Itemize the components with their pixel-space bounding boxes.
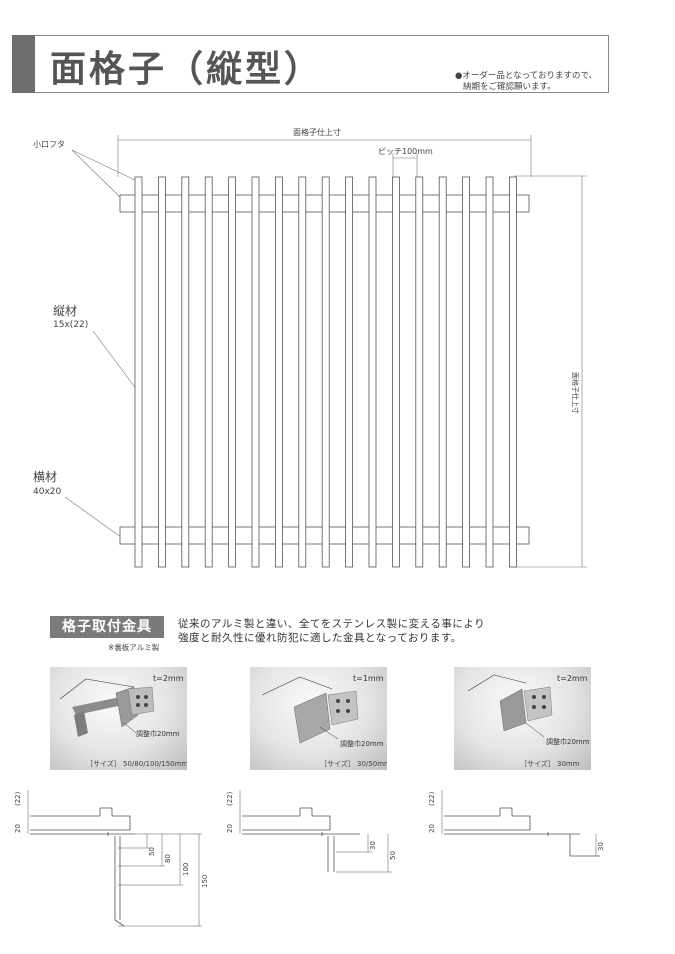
vertical-bar bbox=[157, 176, 166, 568]
vertical-bar bbox=[298, 176, 307, 568]
vertical-bar bbox=[251, 176, 260, 568]
section-1-dim-100: 100 bbox=[182, 863, 190, 876]
bracket-2-adjust: 調整巾20mm bbox=[340, 740, 384, 748]
cap-label: 小口フタ bbox=[33, 140, 65, 149]
section-title: 格子取付金具 bbox=[50, 616, 164, 638]
horizontal-member-label: 横材 bbox=[33, 470, 58, 484]
vertical-bar bbox=[274, 176, 283, 568]
page-title: 面格子（縦型） bbox=[50, 49, 324, 90]
bracket-1-adjust: 調整巾20mm bbox=[136, 730, 180, 738]
section-1-dim-150: 150 bbox=[201, 875, 209, 888]
section-3-top-dim: (22) bbox=[428, 791, 436, 806]
section-3-dim-30: 30 bbox=[597, 842, 605, 851]
order-note-line1: ●オーダー品となっておりますので、 bbox=[455, 71, 598, 81]
vertical-bar bbox=[485, 176, 494, 568]
bracket-2-size: ［サイズ］ 30/50mm bbox=[320, 760, 387, 768]
section-3-base-dim: 20 bbox=[428, 824, 436, 833]
description-line2: 強度と耐久性に優れ防犯に適した金具となっております。 bbox=[178, 632, 462, 644]
section-2-dim-50: 50 bbox=[389, 851, 397, 860]
horizontal-member-size: 40x20 bbox=[33, 487, 62, 497]
pitch-label: ピッチ100mm bbox=[378, 147, 433, 156]
vertical-bar bbox=[321, 176, 330, 568]
vertical-bar bbox=[368, 176, 377, 568]
section-1-dim-80: 80 bbox=[164, 854, 172, 863]
vertical-member-size: 15x(22) bbox=[53, 320, 89, 330]
height-dimension-label: 面格子仕上寸 bbox=[571, 372, 579, 414]
bracket-1-thickness: t=2mm bbox=[153, 674, 184, 683]
vertical-bar bbox=[415, 176, 424, 568]
section-1-top-dim: (22) bbox=[14, 791, 22, 806]
bracket-photo-3: t=2mm 調整巾20mm ［サイズ］ 30mm bbox=[454, 667, 591, 770]
section-note: ※裏板アルミ製 bbox=[108, 643, 160, 652]
grille-diagram bbox=[64, 135, 587, 568]
section-1-dim-50: 50 bbox=[148, 847, 156, 856]
vertical-bar bbox=[228, 176, 237, 568]
bracket-3-size: ［サイズ］ 30mm bbox=[520, 760, 580, 768]
header-accent-bar bbox=[12, 35, 35, 93]
cross-section-drawings: (22) 20 50 80 100 150 (22) 20 30 50 (22)… bbox=[14, 790, 605, 927]
vertical-bar bbox=[204, 176, 213, 568]
bracket-3-thickness: t=2mm bbox=[557, 674, 588, 683]
bracket-2-thickness: t=1mm bbox=[353, 674, 384, 683]
section-2-dim-30: 30 bbox=[369, 841, 377, 850]
vertical-member-label: 縦材 bbox=[53, 304, 78, 318]
section-2-base-dim: 20 bbox=[226, 824, 234, 833]
order-note-line2: 納期をご確認願います。 bbox=[463, 82, 556, 92]
vertical-bar bbox=[508, 176, 517, 568]
bracket-photo-1: t=2mm 調整巾20mm ［サイズ］ 50/80/100/150mm bbox=[50, 667, 187, 770]
section-1-base-dim: 20 bbox=[14, 824, 22, 833]
bracket-3-adjust: 調整巾20mm bbox=[546, 738, 590, 746]
vertical-bar bbox=[345, 176, 354, 568]
vertical-bar bbox=[462, 176, 471, 568]
bracket-photo-2: t=1mm 調整巾20mm ［サイズ］ 30/50mm bbox=[250, 667, 387, 770]
width-dimension-label: 面格子仕上寸 bbox=[293, 128, 341, 137]
bracket-1-size: ［サイズ］ 50/80/100/150mm bbox=[86, 760, 187, 768]
vertical-bar bbox=[181, 176, 190, 568]
section-2-top-dim: (22) bbox=[226, 791, 234, 806]
vertical-bar bbox=[391, 176, 400, 568]
vertical-bar bbox=[134, 176, 143, 568]
description-line1: 従来のアルミ製と違い、全てをステンレス製に変える事により bbox=[178, 618, 486, 630]
vertical-bar bbox=[438, 176, 447, 568]
